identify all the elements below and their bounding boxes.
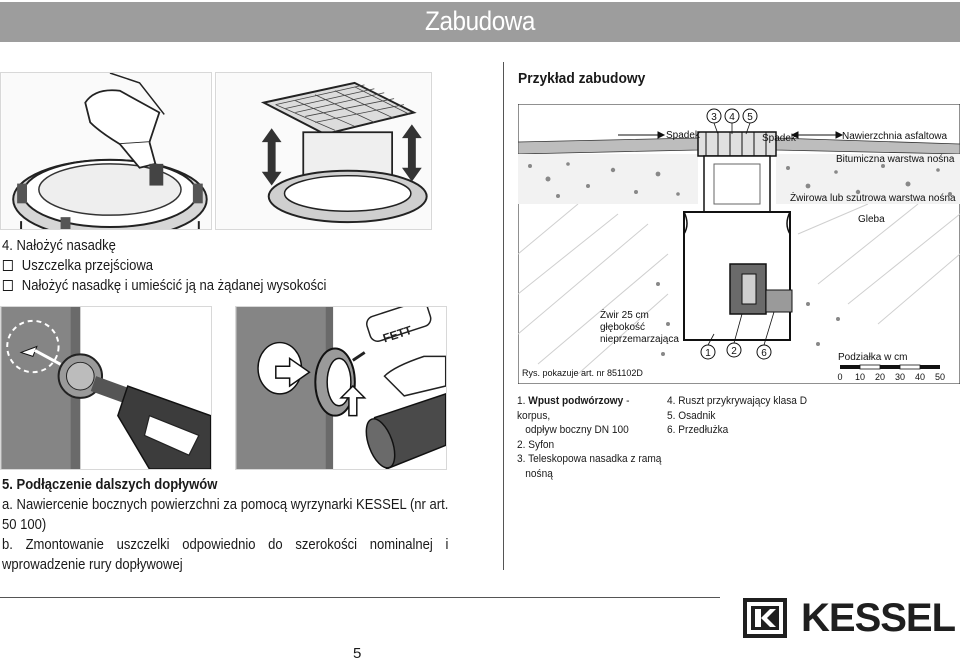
legend-item: odpływ boczny DN 100 — [525, 424, 629, 436]
checklist-item: Uszczelka przejściowa — [2, 256, 362, 276]
checklist-item-label: Nałożyć nasadkę i umieścić ją na żądanej… — [21, 278, 327, 294]
label-slope-left: Spadek — [666, 130, 701, 141]
legend-item: 2. Syfon — [517, 438, 555, 451]
column-divider — [503, 62, 504, 570]
checklist-item-label: Uszczelka przejściowa — [21, 258, 154, 274]
checkbox-icon — [2, 260, 13, 271]
legend-item: 5. Osadnik — [667, 409, 716, 422]
step-4-title: 4. Nałożyć nasadkę — [2, 238, 116, 254]
legend-item: 6. Przedłużka — [667, 424, 729, 436]
brand-name: KESSEL — [801, 596, 956, 640]
photo-grate-height — [215, 72, 432, 230]
legend-item: nośną — [525, 467, 553, 480]
checkbox-icon — [2, 280, 13, 291]
label-gravel-depth: głębokość — [600, 322, 645, 333]
scale-tick: 0 — [837, 372, 842, 382]
legend-item: 3. Teleskopowa nasadka z ramą — [517, 453, 662, 465]
callout-6: 6 — [761, 348, 767, 359]
scale-bar — [840, 364, 940, 370]
step-5-item: a. Nawiercenie bocznych powierzchni za p… — [2, 497, 449, 533]
scale-tick: 20 — [875, 372, 885, 382]
label-gravel-depth: nieprzemarzająca — [600, 334, 679, 345]
legend-column-2: 4. Ruszt przykrywający klasa D 5. Osadni… — [667, 394, 823, 438]
label-asphalt: Nawierzchnia asfaltowa — [842, 131, 947, 142]
footer-divider — [0, 597, 720, 598]
callout-5: 5 — [747, 112, 753, 123]
legend-item: 1. Wpust podwórzowy - korpus, — [517, 395, 630, 422]
label-slope-right: Spadek — [762, 133, 797, 144]
kessel-logo-icon — [743, 598, 787, 638]
callout-2: 2 — [731, 346, 737, 357]
step-4-block: 4. Nałożyć nasadkę Uszczelka przejściowa… — [2, 236, 362, 296]
photo-seal-ring — [0, 72, 212, 230]
page-number: 5 — [353, 645, 362, 662]
installation-diagram: 3 4 5 1 2 6 Spadek Spadek Nawierzchnia a… — [518, 104, 960, 384]
checklist-item: Nałożyć nasadkę i umieścić ją na żądanej… — [2, 276, 362, 296]
page-title: Zabudowa — [425, 6, 535, 36]
label-gravel-layer: Żwirowa lub szutrowa warstwa nośna — [790, 191, 956, 204]
label-gravel-depth: Żwir 25 cm — [600, 308, 649, 321]
kessel-logo: KESSEL — [743, 598, 960, 638]
callout-4: 4 — [729, 112, 735, 123]
step-5-title: 5. Podłączenie dalszych dopływów — [2, 477, 218, 493]
legend-column-1: 1. Wpust podwórzowy - korpus, odpływ boc… — [517, 394, 664, 481]
diagram-caption: Rys. pokazuje art. nr 851102D — [522, 368, 643, 378]
step-5-item: b. Zmontowanie uszczelki odpowiednio do … — [2, 537, 449, 573]
example-title: Przykład zabudowy — [518, 70, 646, 87]
step-5-block: 5. Podłączenie dalszych dopływów a. Nawi… — [2, 475, 448, 575]
step-5-list: a. Nawiercenie bocznych powierzchni za p… — [2, 495, 448, 575]
photo-seal-pipe: FETT — [235, 306, 447, 470]
legend-item: 4. Ruszt przykrywający klasa D — [667, 395, 808, 407]
scale-tick: 10 — [855, 372, 865, 382]
callout-1: 1 — [705, 348, 711, 359]
scale-title: Podziałka w cm — [838, 352, 907, 363]
photo-drilling — [0, 306, 212, 470]
scale-tick: 50 — [935, 372, 945, 382]
scale-tick: 40 — [915, 372, 925, 382]
scale-tick: 30 — [895, 372, 905, 382]
step-4-checklist: Uszczelka przejściowa Nałożyć nasadkę i … — [2, 256, 362, 296]
label-soil: Gleba — [858, 214, 885, 225]
label-bitumen: Bitumiczna warstwa nośna — [836, 154, 955, 165]
callout-3: 3 — [711, 112, 717, 123]
header-bar — [0, 2, 960, 42]
